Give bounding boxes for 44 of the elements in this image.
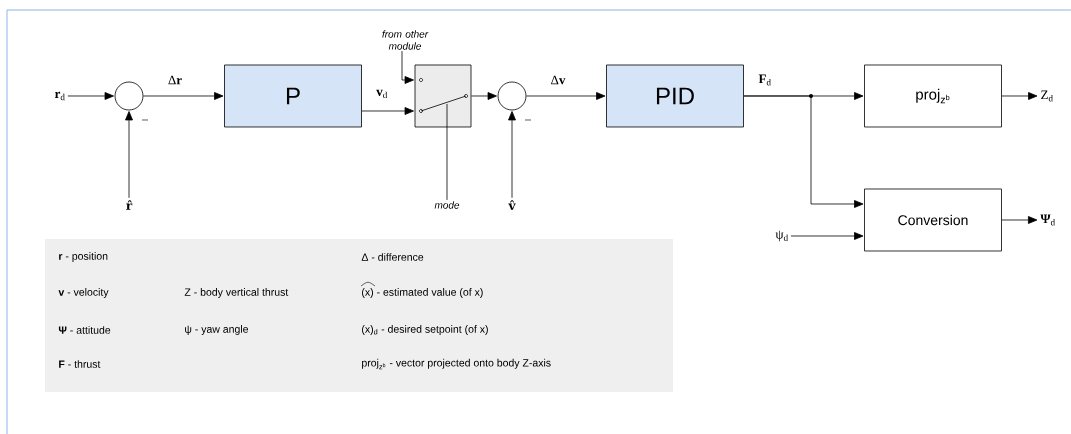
arrow xyxy=(471,92,497,100)
legend-entry: (x)$_{d}$ - desired setpoint (of x) xyxy=(362,325,488,335)
arrow xyxy=(143,92,224,100)
legend-entry: Z - body vertical thrust xyxy=(184,288,289,298)
process-box: Conversion xyxy=(864,188,1002,252)
signal-label: r̂ xyxy=(126,200,133,210)
signal-label: ψ$_{d}$ xyxy=(775,230,788,242)
process-box: $\mathrm{proj}_{\mathrm{z}^{\mathrm{b}}}$ xyxy=(864,64,1002,128)
signal-label: r$_{d}$ xyxy=(54,91,65,101)
switch-box xyxy=(414,64,472,128)
arrow xyxy=(67,92,114,100)
arrow xyxy=(125,111,133,199)
edge-label: Δr xyxy=(168,75,182,85)
legend-entry: (x) - estimated value (of x) xyxy=(360,281,483,298)
edge-label: − xyxy=(525,119,532,121)
legend-entry: $\mathrm{proj}_{\mathrm{z}^{\mathrm{b}}}\mbox{ - vector projected onto body Z-axis}$ xyxy=(362,358,551,370)
leader-line xyxy=(446,103,448,201)
edge-label: F$_{d}$ xyxy=(758,74,771,86)
note-text: from other module xyxy=(382,30,429,50)
arrow xyxy=(790,232,864,240)
arrow xyxy=(1001,216,1038,224)
signal-label: Z$_{d}$ xyxy=(1041,90,1053,102)
legend-entry: Ψ - attitude xyxy=(58,326,111,334)
summing-junction xyxy=(114,81,144,111)
edge-label: v$_{d}$ xyxy=(376,89,388,99)
signal-label: Ψ$_{d}$ xyxy=(1040,214,1055,226)
legend-entry: F - thrust xyxy=(59,360,101,368)
note-text: mode xyxy=(434,201,460,209)
legend-entry: ψ - yaw angle xyxy=(185,325,249,335)
controller-box: PID xyxy=(606,64,744,128)
arrow xyxy=(401,50,414,84)
legend-entry: Δ - difference xyxy=(361,253,424,261)
edge-label: − xyxy=(142,119,149,121)
legend-entry: r - position xyxy=(59,252,108,262)
edge-label: Δv xyxy=(551,75,566,85)
arrow xyxy=(743,95,864,208)
arrow xyxy=(1001,92,1038,100)
summing-junction xyxy=(497,81,527,111)
signal-label: v̂ xyxy=(508,200,516,210)
arrow xyxy=(508,111,516,199)
arrow xyxy=(361,107,414,115)
legend-entry: v - velocity xyxy=(58,288,109,298)
arrow xyxy=(526,92,606,100)
controller-box: P xyxy=(224,64,362,128)
